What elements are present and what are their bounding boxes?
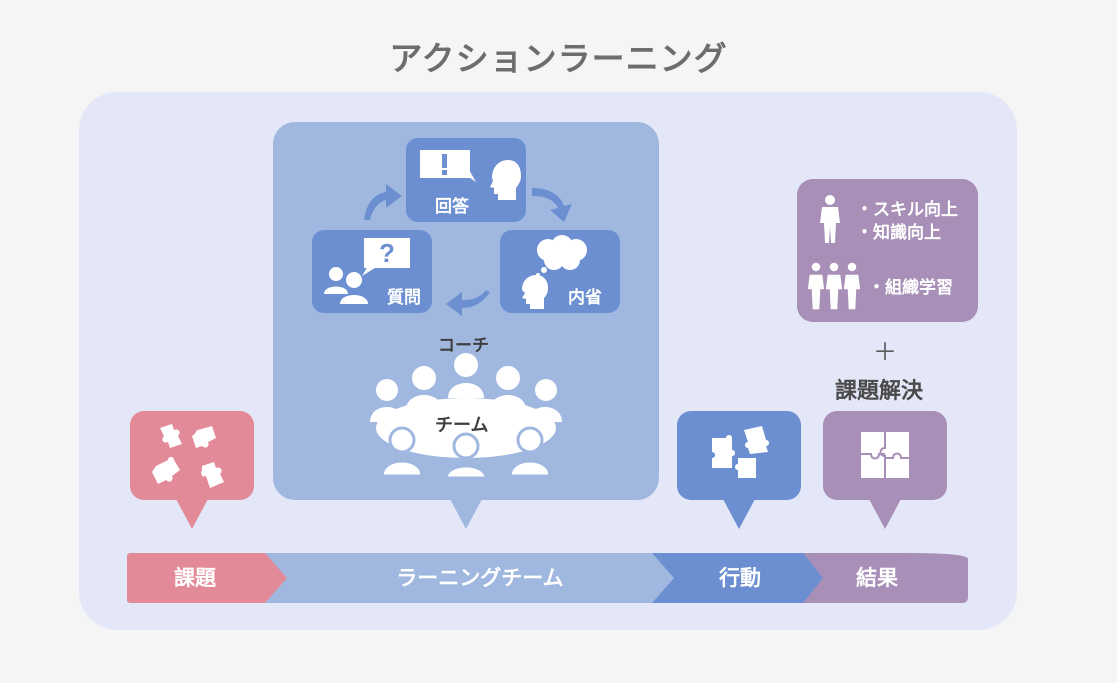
team-box-pointer bbox=[450, 499, 482, 529]
question-card: ? 質問 bbox=[312, 230, 432, 313]
head-icon bbox=[490, 160, 521, 200]
arrow-icon bbox=[364, 184, 402, 220]
step-action: 行動 bbox=[719, 566, 761, 590]
skill-improvement-text: ・スキル向上 bbox=[856, 200, 958, 220]
arrow-icon bbox=[446, 290, 490, 316]
org-learning-text: ・組織学習 bbox=[868, 278, 953, 298]
puzzle-icon bbox=[861, 432, 909, 478]
step-learning-team: ラーニングチーム bbox=[396, 566, 564, 590]
problem-solving-label: 課題解決 bbox=[835, 379, 924, 404]
problem-bubble bbox=[130, 411, 254, 500]
puzzle-icon bbox=[712, 426, 769, 478]
action-bubble bbox=[677, 411, 801, 500]
people-icon bbox=[324, 267, 368, 304]
person-icon bbox=[820, 195, 840, 243]
action-bubble-pointer bbox=[723, 499, 755, 529]
process-bar bbox=[127, 553, 968, 603]
step-result: 結果 bbox=[856, 566, 898, 590]
coach-label: コーチ bbox=[438, 336, 489, 356]
question-label: 質問 bbox=[387, 288, 421, 308]
question-speech-icon: ? bbox=[362, 238, 410, 276]
head-icon bbox=[522, 275, 548, 309]
answer-card: 回答 bbox=[406, 138, 526, 222]
reflection-card: 内省 bbox=[500, 230, 620, 313]
step-problem: 課題 bbox=[174, 566, 216, 590]
meeting-table-icon bbox=[370, 353, 562, 478]
plus-sign: ＋ bbox=[873, 338, 897, 366]
problem-bubble-pointer bbox=[176, 499, 208, 529]
thought-bubble-icon bbox=[536, 235, 587, 277]
puzzle-icon bbox=[152, 424, 224, 488]
team-label: チーム bbox=[435, 415, 489, 436]
svg-text:?: ? bbox=[379, 238, 395, 268]
page-title: アクションラーニング bbox=[389, 39, 728, 78]
people-icon bbox=[808, 262, 860, 311]
answer-label: 回答 bbox=[435, 197, 469, 217]
arrow-icon bbox=[532, 188, 572, 222]
result-bubble-pointer bbox=[869, 499, 901, 529]
knowledge-improvement-text: ・知識向上 bbox=[856, 223, 941, 243]
exclamation-speech-icon bbox=[420, 150, 476, 182]
reflection-label: 内省 bbox=[568, 288, 602, 308]
